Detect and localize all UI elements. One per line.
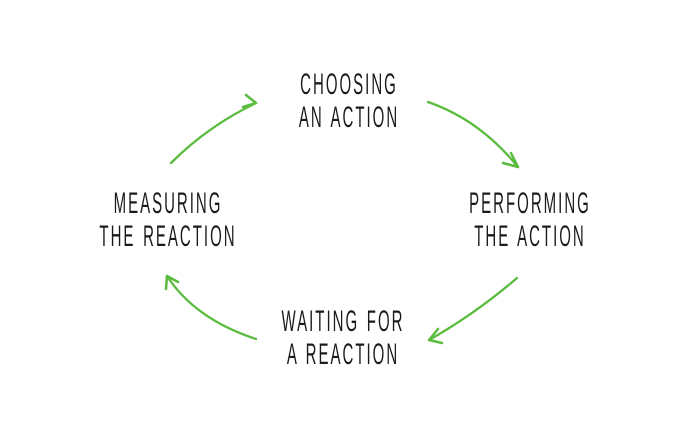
step-label-line-2: A REACTION xyxy=(286,338,400,371)
step-label-line-1: CHOOSING xyxy=(300,68,398,101)
cycle-step-choosing-an-action: CHOOSING AN ACTION xyxy=(299,68,399,134)
curved-arrow-performing-to-waiting-icon xyxy=(427,276,519,345)
step-label-line-2: THE ACTION xyxy=(474,220,586,253)
step-label-line-2: AN ACTION xyxy=(298,101,400,134)
cycle-step-measuring-the-reaction: MEASURING THE REACTION xyxy=(99,187,236,253)
step-label-line-1: WAITING FOR xyxy=(281,305,405,338)
step-label-line-2: THE REACTION xyxy=(99,220,237,253)
curved-arrow-choosing-to-performing-icon xyxy=(426,100,520,169)
cycle-step-performing-the-action: PERFORMING THE ACTION xyxy=(469,187,591,253)
step-label-line-1: MEASURING xyxy=(113,187,223,220)
cycle-step-waiting-for-a-reaction: WAITING FOR A REACTION xyxy=(282,305,405,371)
curved-arrow-measuring-to-choosing-icon xyxy=(169,93,258,165)
curved-arrow-waiting-to-measuring-icon xyxy=(164,274,258,341)
step-label-line-1: PERFORMING xyxy=(469,187,591,220)
